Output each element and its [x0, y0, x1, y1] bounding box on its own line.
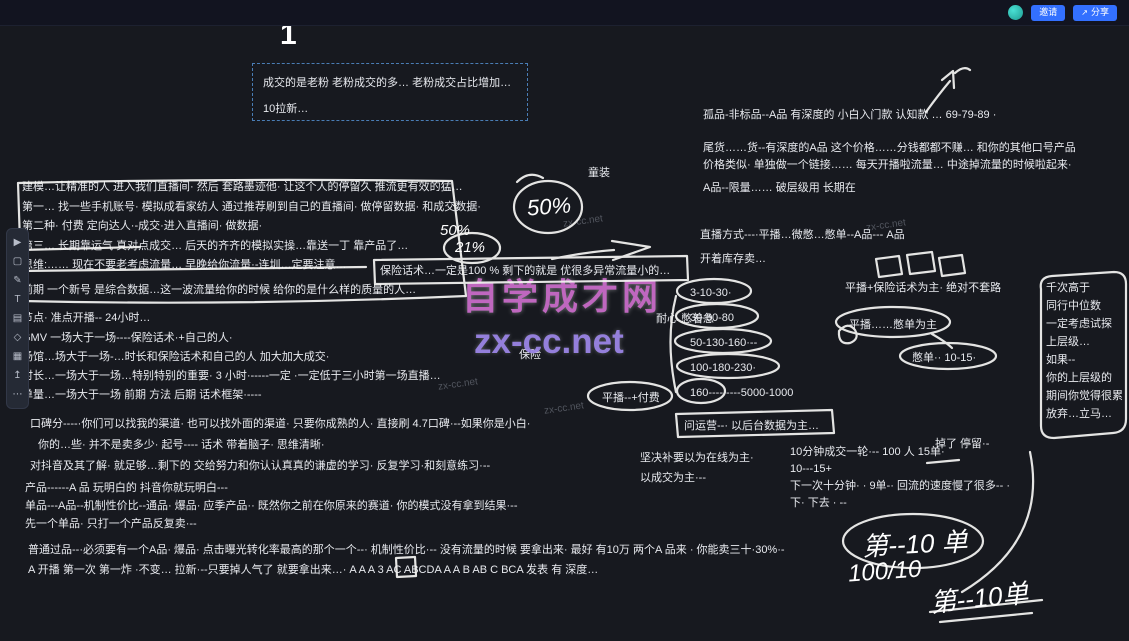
note-top-box[interactable]: 成交的是老粉 老粉成交的多… 老粉成交占比增加… 10拉新… [252, 63, 528, 121]
select-tool-icon[interactable]: ▶ [13, 237, 22, 248]
note-insurance[interactable]: 保险话术…一定是100 % 剩下的就是 优很多异常流量小的… [380, 265, 671, 277]
note-line: A 开播 第一次 第一炸 ·不变… 拉新·--只要掉人气了 就要拿出来…· A … [28, 564, 599, 576]
note-flat-biedan[interactable]: 平播……憋单为主 [849, 319, 937, 331]
note-line: 10拉新… [263, 103, 309, 115]
note-right-intro[interactable]: 孤品-非标品--A品 有深度的 小白入门款 认知款 … 69-79-89 · [703, 109, 997, 121]
share-icon: ↗ [1081, 7, 1088, 17]
note-online[interactable]: 坚决补要以为在线为主· 以成交为主·-- [640, 448, 754, 488]
note-line: 下· 下去 · -- [790, 497, 847, 509]
note-line: 50-130-160·-- [690, 337, 758, 349]
note-ten-min[interactable]: 10分钟成交一轮·-- 100 人 15单· 10---15+ 下一次十分钟· … [790, 444, 1010, 512]
note-line: 期间你觉得很累 [1046, 390, 1123, 402]
note-biedan-range[interactable]: 憋单·· 10-15· [912, 352, 977, 364]
shape-tool-icon[interactable]: ◇ [13, 332, 22, 343]
user-avatar[interactable] [1008, 5, 1024, 20]
note-flat-insurance[interactable]: 平播+保险话术为主· 绝对不套路 [845, 282, 1002, 294]
note-right-tail[interactable]: 尾货……货--有深度的A品 这个价格……分钱都都不赚… 和你的其他口号产品 价格… [703, 140, 1076, 197]
note-line: 第三… 长期靠运气 真对点成交… 后天的齐齐的模拟实操…靠送一丁 靠产品了… [22, 239, 409, 252]
note-line: 如果-- [1046, 354, 1076, 366]
note-node[interactable]: 节点· 准点开播-- 24小时… [22, 312, 151, 324]
sticky-note-tool-icon[interactable]: ▤ [12, 313, 23, 324]
note-line: 千次高于 [1046, 282, 1090, 294]
note-line: 10---15+ [790, 463, 832, 475]
note-line: 前期 一个新号 是综合数据…这一波流量给你的时候 给你的是什么样的质量的人… [22, 283, 417, 296]
note-line: 单量…一场大于一场 前期 方法 后期 话术框架·---- [22, 389, 262, 401]
note-modeling[interactable]: 建模…让精准的人 进入我们直播间· 然后 套路墨迹他· 让这个人的停留久 推流更… [22, 178, 481, 300]
note-line: 你的…些· 并不是卖多少· 起号---- 话术 带着脑子· 思维清晰· [38, 439, 325, 451]
note-line: 100-180-230· [690, 362, 757, 374]
note-line: 上层级… [1046, 336, 1090, 348]
left-toolbar: ▶ ▢ ✎ T ▤ ◇ ▦ ↥ ⋯ [6, 228, 29, 409]
note-line: 一定考虑试探 [1046, 318, 1112, 330]
note-product[interactable]: 产品------A 品 玩明白的 抖音你就玩明白--- 单品---A品--机制性… [25, 479, 518, 533]
note-live-mode[interactable]: 直播方式---·平播…微憋…憋单--A品--- A品 开着库存卖… [700, 223, 905, 271]
note-ask-ops[interactable]: 问运营--· 以后台数据为主… [684, 420, 820, 432]
frame-label: 1 [280, 18, 297, 51]
note-line: 160---- ----5000-1000 [690, 387, 794, 399]
handwritten-bottom-2: 100/10 [847, 555, 923, 588]
note-line: 第二种· 付费 定向达人·-成交·进入直播间· 做数据· [22, 220, 263, 232]
note-drop[interactable]: 掉了 停留·- [935, 438, 990, 450]
note-reputation[interactable]: 口碑分----·你们可以找我的渠道· 也可以找外面的渠道· 只要你成熟的人· 直… [30, 414, 530, 477]
frame-tool-icon[interactable]: ▢ [12, 256, 23, 267]
note-line: 普通过品--·必须要有一个A品· 爆品· 点击曝光转化率最高的那个一个--· 机… [28, 544, 785, 556]
handwritten-21pct: 21% [455, 239, 486, 256]
note-line: 建模…让精准的人 进入我们直播间· 然后 套路墨迹他· 让这个人的停留久 推流更… [22, 181, 463, 193]
note-line: 单品---A品--机制性价比--通品· 爆品· 应季产品·· 既然你之前在你原来… [25, 500, 518, 512]
note-line: 口碑分----·你们可以找我的渠道· 也可以找外面的渠道· 只要你成熟的人· 直… [30, 418, 531, 430]
note-line: 放弃…立马… [1046, 408, 1112, 420]
note-line: 开着库存卖… [700, 253, 766, 265]
note-line: 30-60-80 [690, 312, 735, 324]
note-line: 先一个单品· 只打一个产品反复卖·-- [25, 518, 197, 530]
note-right-panel[interactable]: 千次高于 同行中位数 一定考虑试探 上层级… 如果-- 你的上层级的 期间你觉得… [1046, 279, 1123, 423]
note-line: 下一次十分钟· · 9单-· 回流的速度慢了很多-- · [790, 480, 1010, 492]
note-line: 坚决补要以为在线为主· [640, 452, 754, 464]
note-line: 你的上层级的 [1046, 372, 1112, 384]
note-line: 10分钟成交一轮·-- 100 人 15单· [790, 446, 945, 458]
share-button[interactable]: ↗ 分享 [1073, 4, 1117, 21]
invite-button[interactable]: 邀请 [1031, 4, 1066, 21]
note-line: 产品------A 品 玩明白的 抖音你就玩明白--- [25, 482, 228, 494]
handwritten-50pct-big: 50% [526, 192, 572, 221]
note-insurance-word[interactable]: 保险 [519, 349, 541, 361]
note-line: 时长…一场大于一场…特别特别的重要· 3 小时·-----一定 ·一定低于三小时… [22, 370, 441, 382]
note-line: 尾货……货--有深度的A品 这个价格……分钱都都不赚… 和你的其他口号产品 [703, 142, 1076, 154]
text-tool-icon[interactable]: T [14, 294, 21, 305]
note-line: 同行中位数 [1046, 300, 1101, 312]
note-line: GMV 一场大于一场----保险话术·+自己的人· [22, 332, 233, 344]
handwritten-50pct-small: 50% [440, 222, 471, 239]
table-tool-icon[interactable]: ▦ [12, 351, 23, 362]
note-line: 成交的是老粉 老粉成交的多… 老粉成交占比增加… [263, 77, 512, 89]
note-line: 第一… 找一些手机账号· 模拟成看家纺人 通过推荐刷到自己的直播间· 做停留数据… [22, 200, 481, 213]
note-general[interactable]: 普通过品--·必须要有一个A品· 爆品· 点击曝光转化率最高的那个一个--· 机… [28, 540, 785, 580]
note-gmv[interactable]: GMV 一场大于一场----保险话术·+自己的人· 场馆…场大于一场-…时长和保… [22, 329, 441, 405]
more-tools-icon[interactable]: ⋯ [12, 389, 23, 400]
note-line: 以成交为主·-- [640, 472, 706, 484]
note-line: 价格类似· 单独做一个链接…… 每天开播啦流量… 中途掉流量的时候啦起来· [703, 159, 1072, 171]
note-line: 3-10-30· [690, 287, 732, 299]
note-line: 对抖音及其了解· 就足够…剩下的 交给努力和你认认真真的谦虚的学习· 反复学习·… [30, 460, 491, 472]
topbar: 邀请 ↗ 分享 [0, 0, 1129, 26]
note-flat-paid[interactable]: 平播--+付费 [602, 392, 660, 404]
note-line: 直播方式---·平播…微憋…憋单--A品--- A品 [700, 229, 905, 241]
share-button-label: 分享 [1090, 7, 1109, 17]
note-milestones[interactable]: 3-10-30· 30-60-80 50-130-160·-- 100-180-… [690, 281, 793, 406]
note-line: 场馆…场大于一场-…时长和保险话术和自己的人 加大加大成交· [22, 351, 330, 363]
upload-tool-icon[interactable]: ↥ [13, 370, 22, 381]
pen-tool-icon[interactable]: ✎ [13, 275, 22, 286]
note-line: A品--限量…… 破层级用 长期在 [703, 182, 856, 194]
note-kids-label[interactable]: 童装 [588, 167, 610, 179]
